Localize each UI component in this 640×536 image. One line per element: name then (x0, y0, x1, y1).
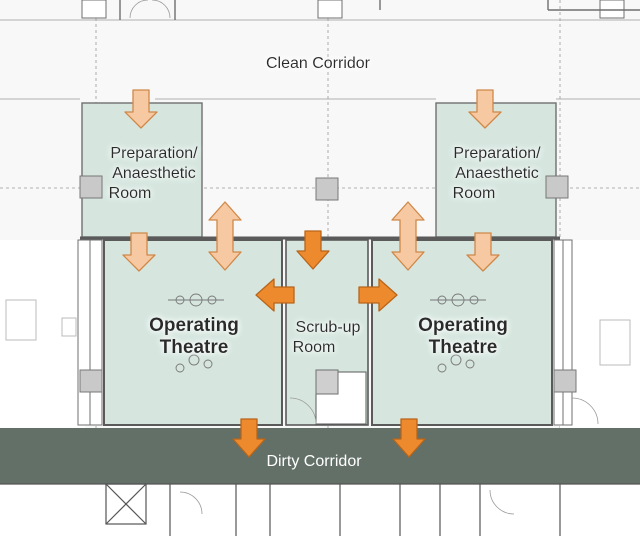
theatre-right-label-line1: Operating (418, 315, 508, 336)
arrow-theatre-left-to-dirty (232, 418, 266, 458)
room-labels: Clean Corridor Preparation/ Anaesthetic … (109, 55, 541, 470)
arrow-scrub-to-theatre-left (255, 278, 295, 312)
scrub-room-label-line2: Room (293, 339, 336, 356)
arrow-clean-to-scrub (296, 230, 330, 270)
arrow-theatre-right-to-dirty (392, 418, 426, 458)
clean-corridor-label: Clean Corridor (266, 55, 371, 72)
arrow-prep-right-to-theatre (466, 232, 500, 272)
prep-right-label-line2: Anaesthetic (455, 165, 539, 182)
scrub-room-label-line1: Scrub-up (296, 319, 361, 336)
theatre-left-label-line2: Theatre (160, 337, 229, 358)
surgical-lamp-left-icon (168, 293, 224, 373)
wall-details (77, 175, 599, 426)
dirty-corridor-area (0, 428, 640, 484)
prep-left-label-line1: Preparation/ (110, 145, 198, 162)
dirty-corridor-label: Dirty Corridor (266, 453, 362, 470)
prep-right-label-line1: Preparation/ (453, 145, 541, 162)
arrow-scrub-to-theatre-right (358, 278, 398, 312)
prep-right-label-line3: Room (453, 185, 496, 202)
surgical-lamp-right-icon (430, 293, 486, 373)
theatre-left-label-line1: Operating (149, 315, 239, 336)
operating-theatre-right (371, 239, 553, 426)
lower-rooms (0, 483, 640, 536)
arrow-clean-to-prep-left (124, 89, 158, 129)
prep-room-right (435, 102, 557, 238)
arrow-clean-to-prep-right (468, 89, 502, 129)
top-structures (81, 0, 640, 20)
prep-left-label-line3: Room (109, 185, 152, 202)
rooms (81, 102, 557, 426)
arrows (122, 89, 502, 458)
arrow-clean-theatre-left-two-way (208, 201, 242, 271)
prep-left-label-line2: Anaesthetic (112, 165, 196, 182)
arrow-clean-theatre-right-two-way (391, 201, 425, 271)
operating-theatre-left (103, 239, 283, 426)
arrow-prep-left-to-theatre (122, 232, 156, 272)
theatre-right-label-line2: Theatre (429, 337, 498, 358)
